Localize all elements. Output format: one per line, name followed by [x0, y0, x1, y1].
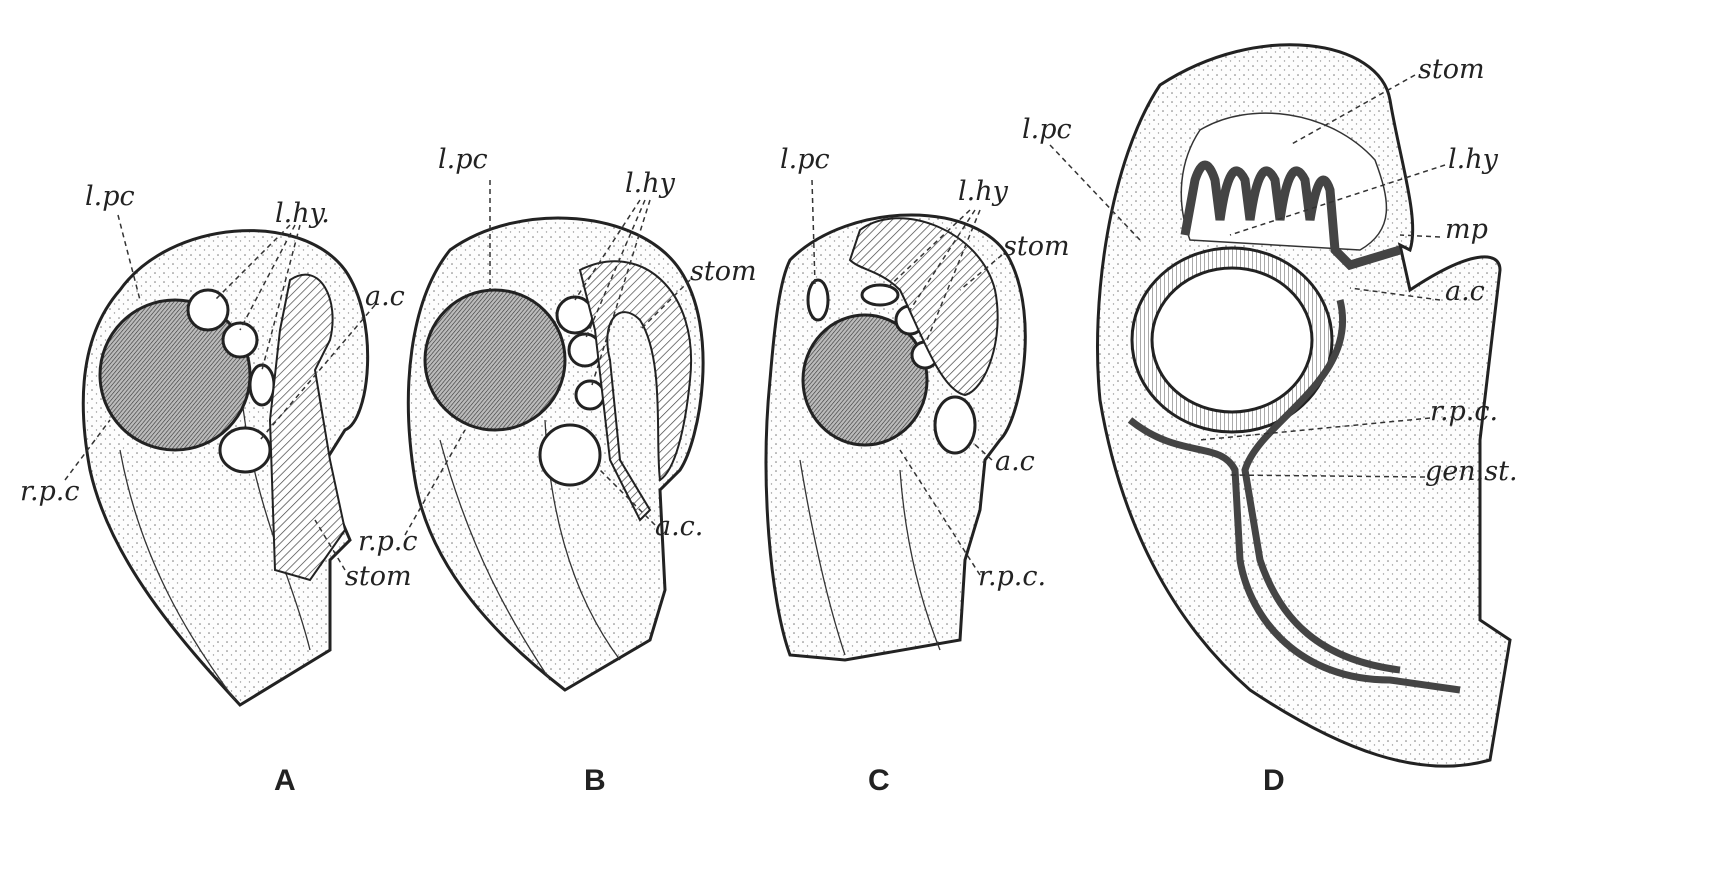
leader-lines — [64, 74, 1446, 576]
panel-letter-a: A — [274, 764, 296, 797]
panel-letter-c: C — [868, 764, 890, 797]
label-d-stom: stom — [1418, 54, 1485, 85]
label-a-rpc: r.p.c — [20, 476, 80, 507]
labels: l.pc l.hy. a.c r.p.c stom l.pc l.hy stom… — [20, 54, 1518, 797]
label-c-lpc: l.pc — [780, 144, 830, 175]
label-d-lpc: l.pc — [1022, 114, 1072, 145]
label-b-ac: a.c. — [655, 511, 703, 542]
label-d-ac: a.c — [1445, 276, 1485, 307]
label-a-ac: a.c — [365, 281, 405, 312]
panel-c — [764, 213, 1027, 662]
label-b-rpc: r.p.c — [358, 526, 418, 557]
label-c-ac: a.c — [995, 446, 1035, 477]
panel-letter-d: D — [1263, 764, 1285, 797]
panel-d — [1096, 43, 1512, 768]
panel-b — [406, 216, 705, 692]
label-d-genst: gen.st. — [1425, 456, 1518, 487]
label-d-mp: mp — [1445, 214, 1488, 245]
label-a-lhy: l.hy. — [275, 198, 330, 229]
label-c-lhy: l.hy — [958, 176, 1009, 207]
label-d-lhy: l.hy — [1448, 144, 1499, 175]
label-b-lpc: l.pc — [438, 144, 488, 175]
label-a-lpc: l.pc — [85, 181, 135, 212]
label-b-lhy: l.hy — [625, 168, 676, 199]
label-d-rpc: r.p.c. — [1430, 396, 1498, 427]
label-c-stom: stom — [1003, 231, 1070, 262]
label-a-stom: stom — [345, 561, 412, 592]
label-b-stom: stom — [690, 256, 757, 287]
panel-a — [81, 229, 370, 707]
label-c-rpc: r.p.c. — [978, 561, 1046, 592]
panel-letter-b: B — [584, 764, 606, 797]
